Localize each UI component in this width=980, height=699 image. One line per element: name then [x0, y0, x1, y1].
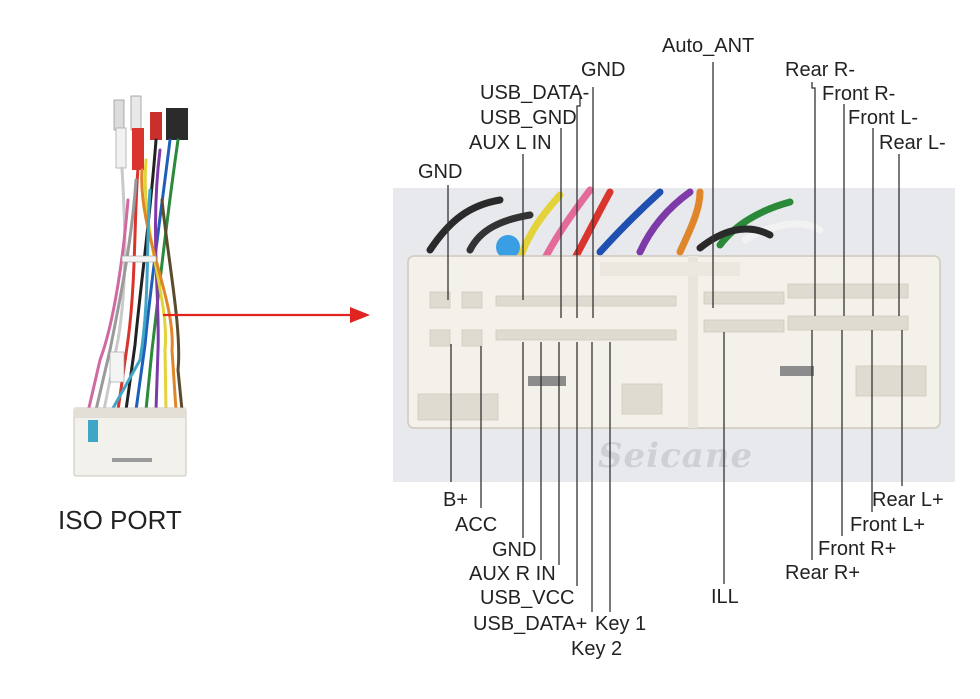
label-aux-r-in: AUX R IN — [469, 563, 556, 585]
label-usb-vcc: USB_VCC — [480, 587, 574, 609]
label-front-l-pos: Front L+ — [850, 514, 925, 536]
label-usb-data-neg: USB_DATA- — [480, 82, 589, 104]
label-key-2: Key 2 — [571, 638, 622, 660]
label-auto-ant: Auto_ANT — [662, 35, 754, 57]
label-rear-r-neg: Rear R- — [785, 59, 855, 81]
labels-top: GND USB_DATA- USB_GND AUX L IN GND Auto_… — [418, 35, 946, 183]
labels-bottom: B+ ACC GND AUX R IN USB_VCC USB_DATA+ Ke… — [443, 489, 944, 660]
label-b-plus: B+ — [443, 489, 468, 511]
label-aux-l-in: AUX L IN — [469, 132, 552, 154]
label-rear-r-pos: Rear R+ — [785, 562, 860, 584]
label-gnd-bottom: GND — [492, 539, 536, 561]
label-gnd-top: GND — [581, 59, 625, 81]
label-usb-data-pos: USB_DATA+ — [473, 613, 587, 635]
label-ill: ILL — [711, 586, 739, 608]
label-usb-gnd: USB_GND — [480, 107, 577, 129]
iso-port-label: ISO PORT — [58, 505, 182, 535]
iso-harness-illustration — [73, 95, 188, 477]
connector-photo — [393, 186, 955, 482]
watermark: Seicane — [598, 436, 753, 476]
label-acc: ACC — [455, 514, 497, 536]
leader-lines — [447, 62, 903, 612]
label-rear-l-pos: Rear L+ — [872, 489, 944, 511]
arrow-icon — [163, 307, 370, 323]
label-front-l-neg: Front L- — [848, 107, 918, 129]
label-gnd-left: GND — [418, 161, 462, 183]
label-key-1: Key 1 — [595, 613, 646, 635]
label-rear-l-neg: Rear L- — [879, 132, 946, 154]
label-front-r-neg: Front R- — [822, 83, 895, 105]
label-front-r-pos: Front R+ — [818, 538, 896, 560]
